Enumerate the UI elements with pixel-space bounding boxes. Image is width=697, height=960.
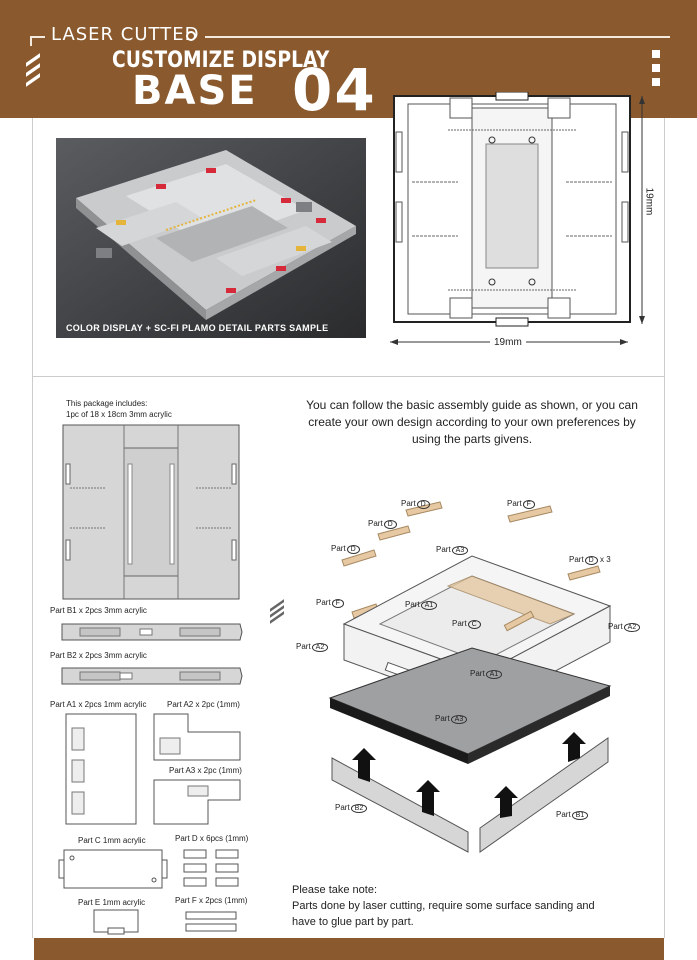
laser-cutted-label: LASER CUTTED [45, 24, 206, 45]
please-note-block: Please take note: Parts done by laser cu… [292, 882, 612, 930]
color-display-photo: COLOR DISPLAY + SC-FI PLAMO DETAIL PARTS… [56, 138, 366, 338]
photo-illustration [56, 138, 366, 338]
height-dimension-label: 19mm [643, 184, 655, 219]
note-body: Parts done by laser cutting, require som… [292, 900, 595, 928]
exploded-assembly-diagram [328, 501, 612, 853]
assembly-instructions: You can follow the basic assembly guide … [306, 398, 638, 446]
stripes-icon [26, 53, 40, 88]
base-title: BASE [132, 68, 258, 114]
part-f-diagram [185, 911, 237, 932]
header-line [30, 36, 670, 38]
width-dimension-label: 19mm [490, 337, 526, 348]
customize-display-title: CUSTOMIZE DISPLAY [112, 48, 330, 73]
dots-icon [652, 50, 660, 92]
part-b1-label: Part B1 x 2pcs 3mm acrylic [50, 606, 147, 615]
dimension-line-vertical [639, 96, 645, 324]
column-divider-stripes [270, 599, 284, 624]
part-a2-diagram [153, 713, 241, 761]
part-b2-diagram [61, 667, 243, 685]
frame-left-line [32, 118, 33, 938]
frame-right-line [664, 118, 665, 938]
footer-bar [34, 938, 664, 960]
base-number: 04 [292, 56, 377, 124]
header-banner: LASER CUTTED CUSTOMIZE DISPLAY BASE 04 [0, 0, 697, 124]
part-e-label: Part E 1mm acrylic [78, 898, 146, 907]
part-c-diagram [58, 849, 168, 889]
section-divider [32, 376, 664, 377]
circle-mark-icon [186, 31, 196, 41]
part-f-label: Part F x 2pcs (1mm) [175, 896, 248, 905]
part-d-label: Part D x 6pcs (1mm) [175, 834, 249, 843]
package-size-label: 1pc of 18 x 18cm 3mm acrylic [66, 410, 172, 419]
note-title: Please take note: [292, 884, 378, 896]
package-title: This package includes: 1pc of 18 x 18cm … [66, 398, 172, 420]
part-b1-diagram [61, 623, 243, 641]
part-b2-label: Part B2 x 2pcs 3mm acrylic [50, 651, 147, 660]
acrylic-sheet-diagram [62, 424, 240, 600]
part-a2-label: Part A2 x 2pc (1mm) [167, 700, 240, 709]
blueprint-top-view [393, 92, 631, 327]
part-a3-label: Part A3 x 2pc (1mm) [169, 766, 242, 775]
part-a1-label: Part A1 x 2pcs 1mm acrylic [50, 700, 147, 709]
part-c-label: Part C 1mm acrylic [78, 836, 146, 845]
photo-caption: COLOR DISPLAY + SC-FI PLAMO DETAIL PARTS… [66, 323, 329, 333]
header-corner [30, 36, 32, 46]
part-a3-diagram [153, 779, 241, 825]
package-includes-label: This package includes: [66, 399, 148, 408]
part-d-diagram [183, 849, 239, 887]
part-e-diagram [93, 909, 139, 935]
part-a1-diagram [65, 713, 137, 825]
